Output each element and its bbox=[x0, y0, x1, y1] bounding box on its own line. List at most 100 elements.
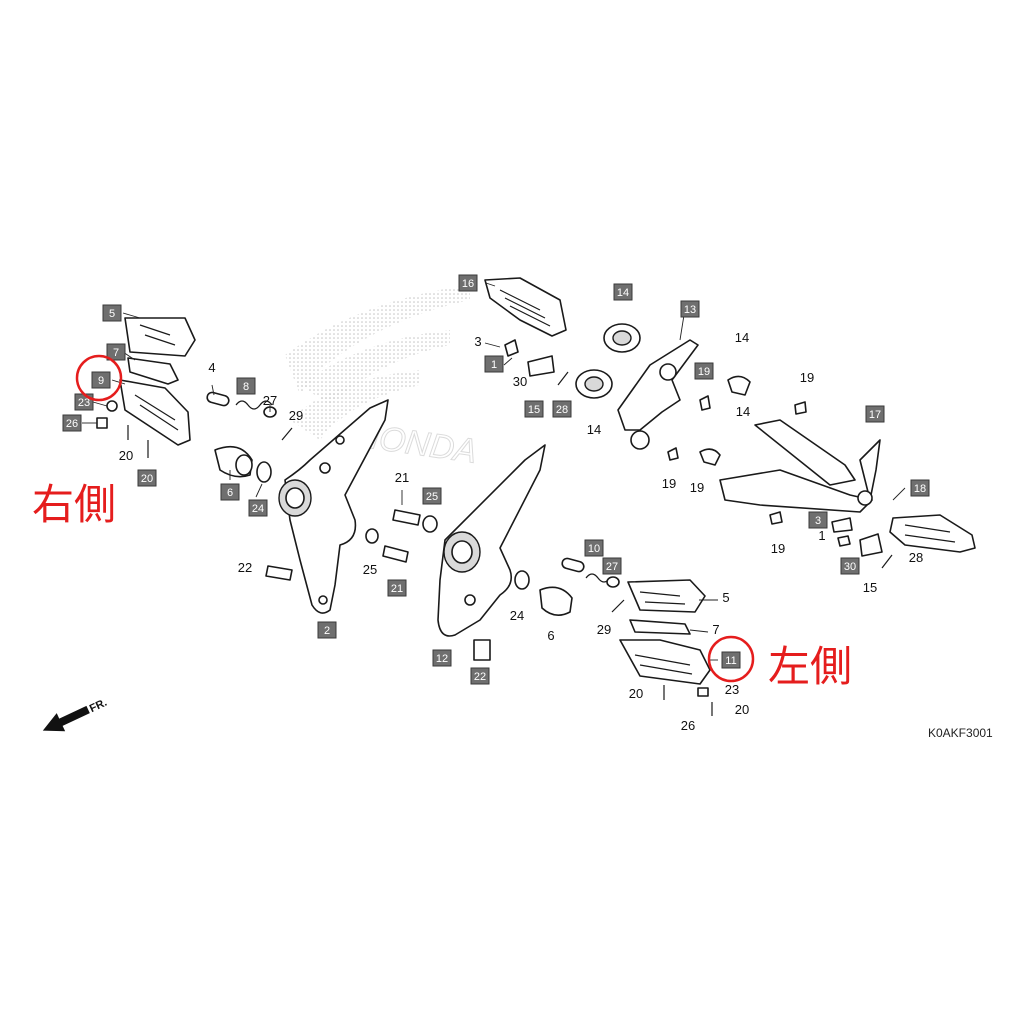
callout-label-14: 14 bbox=[617, 287, 629, 299]
honda-wing-watermark: HONDA bbox=[285, 285, 480, 471]
callout-number-28: 28 bbox=[909, 550, 923, 565]
callout-box-13 bbox=[680, 300, 700, 318]
grommets-center bbox=[575, 323, 641, 399]
callout-label-3: 3 bbox=[815, 515, 821, 527]
callout-number-14: 14 bbox=[587, 422, 601, 437]
callout-box-30 bbox=[840, 557, 860, 575]
callout-number-14: 14 bbox=[735, 330, 749, 345]
callout-box-7 bbox=[106, 343, 126, 361]
callout-number-26: 26 bbox=[681, 718, 695, 733]
callout-box-11 bbox=[721, 651, 741, 669]
callout-label-25: 25 bbox=[426, 491, 438, 503]
callout-label-15: 15 bbox=[528, 404, 540, 416]
callout-box-10 bbox=[584, 539, 604, 557]
diagram-code: K0AKF3001 bbox=[928, 726, 993, 740]
callout-label-26: 26 bbox=[66, 418, 78, 430]
callout-number-23: 23 bbox=[725, 682, 739, 697]
callout-label-22: 22 bbox=[474, 671, 486, 683]
callout-box-18 bbox=[910, 479, 930, 497]
front-arrow-label: FR. bbox=[88, 697, 109, 715]
callout-label-9: 9 bbox=[98, 375, 104, 387]
rubber-mount-right bbox=[214, 445, 272, 483]
callout-box-15 bbox=[524, 400, 544, 418]
callout-box-16 bbox=[458, 274, 478, 292]
right-side-label: 右側 bbox=[32, 480, 117, 529]
callout-label-1: 1 bbox=[491, 359, 497, 371]
callout-label-20: 20 bbox=[141, 473, 153, 485]
callout-label-28: 28 bbox=[556, 404, 568, 416]
callout-label-11: 11 bbox=[725, 655, 736, 667]
callout-box-14 bbox=[613, 283, 633, 301]
callout-box-5 bbox=[102, 304, 122, 322]
callout-number-7: 7 bbox=[712, 622, 719, 637]
left-side-label: 左側 bbox=[768, 642, 853, 691]
callout-label-17: 17 bbox=[869, 409, 881, 421]
callout-number-27: 27 bbox=[263, 393, 277, 408]
callout-number-3: 3 bbox=[474, 334, 481, 349]
callout-box-27 bbox=[602, 557, 622, 575]
callout-number-1: 1 bbox=[818, 528, 825, 543]
left-footpeg-assembly bbox=[619, 579, 713, 716]
callout-box-22 bbox=[470, 667, 490, 685]
callout-box-25 bbox=[422, 487, 442, 505]
callout-label-18: 18 bbox=[914, 483, 926, 495]
callout-number-20: 20 bbox=[629, 686, 643, 701]
callout-box-6 bbox=[220, 483, 240, 501]
callout-number-20: 20 bbox=[735, 702, 749, 717]
callout-box-20 bbox=[137, 469, 157, 487]
callout-number-6: 6 bbox=[547, 628, 554, 643]
callout-label-13: 13 bbox=[684, 304, 696, 316]
callout-number-20: 20 bbox=[119, 448, 133, 463]
callout-label-8: 8 bbox=[243, 381, 249, 393]
callout-box-28 bbox=[552, 400, 572, 418]
right-bracket bbox=[278, 399, 389, 614]
leader-lines bbox=[82, 282, 906, 661]
callout-number-19: 19 bbox=[662, 476, 676, 491]
callout-box-17 bbox=[865, 405, 885, 423]
callout-label-19: 19 bbox=[698, 366, 710, 378]
callout-label-12: 12 bbox=[436, 653, 448, 665]
callout-label-6: 6 bbox=[227, 487, 233, 499]
callout-box-21 bbox=[387, 579, 407, 597]
callout-box-9 bbox=[91, 371, 111, 389]
callout-label-23: 23 bbox=[78, 397, 90, 409]
highlight-circle-part-11 bbox=[707, 635, 755, 683]
callout-number-30: 30 bbox=[513, 374, 527, 389]
callout-number-19: 19 bbox=[771, 541, 785, 556]
callout-box-3 bbox=[808, 511, 828, 529]
left-bracket bbox=[437, 444, 546, 661]
passenger-brackets bbox=[617, 339, 881, 525]
callout-number-15: 15 bbox=[863, 580, 877, 595]
callout-label-5: 5 bbox=[109, 308, 115, 320]
callout-label-21: 21 bbox=[391, 583, 403, 595]
callout-number-25: 25 bbox=[363, 562, 377, 577]
callout-number-5: 5 bbox=[722, 590, 729, 605]
bolts-left bbox=[265, 509, 438, 581]
callout-number-19: 19 bbox=[690, 480, 704, 495]
callout-number-29: 29 bbox=[289, 408, 303, 423]
highlight-circles bbox=[75, 354, 755, 683]
passenger-peg-right bbox=[484, 277, 569, 386]
left-pivot-parts bbox=[539, 557, 625, 616]
callout-box-26 bbox=[62, 414, 82, 432]
callout-box-19 bbox=[694, 362, 714, 380]
callout-number-24: 24 bbox=[510, 608, 524, 623]
callout-number-19: 19 bbox=[800, 370, 814, 385]
callout-number-14: 14 bbox=[736, 404, 750, 419]
callout-box-2 bbox=[317, 621, 337, 639]
callout-label-16: 16 bbox=[462, 278, 474, 290]
callout-label-27: 27 bbox=[606, 561, 618, 573]
front-arrow: FR. bbox=[42, 697, 109, 732]
callout-label-24: 24 bbox=[252, 503, 264, 515]
callout-label-2: 2 bbox=[324, 625, 330, 637]
callout-number-22: 22 bbox=[238, 560, 252, 575]
highlight-circle-part-9 bbox=[75, 354, 123, 402]
callout-box-12 bbox=[432, 649, 452, 667]
right-footpeg-assembly bbox=[96, 317, 196, 458]
callout-box-1 bbox=[484, 355, 504, 373]
callout-label-7: 7 bbox=[113, 347, 119, 359]
callout-number-4: 4 bbox=[208, 360, 215, 375]
callout-box-8 bbox=[236, 377, 256, 395]
